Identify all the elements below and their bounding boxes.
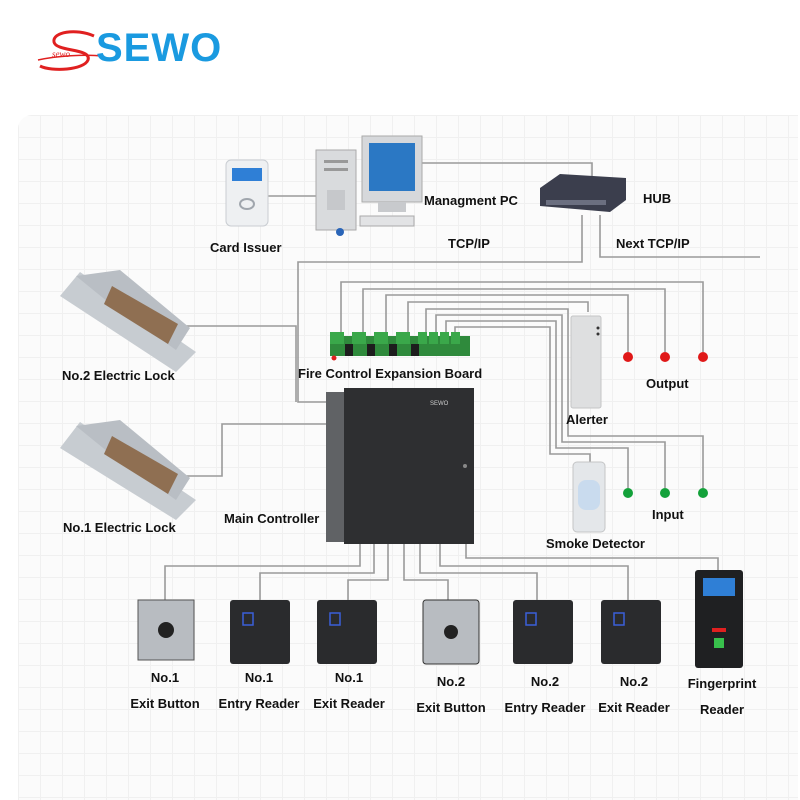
entry-reader-1-device	[230, 600, 290, 664]
wire-input-3	[425, 308, 704, 488]
exit-reader-2-device	[601, 600, 661, 664]
fire-control-board-device	[330, 332, 470, 361]
label-tcp-ip: TCP/IP	[448, 236, 490, 251]
brand-name: SEWO	[96, 26, 223, 70]
device-2-line1: No.1	[244, 670, 274, 685]
input-dot-2	[660, 488, 670, 498]
wire-output-2	[362, 288, 666, 352]
input-dot-1	[623, 488, 633, 498]
device-1-line2: Exit Button	[130, 696, 200, 711]
smoke-detector-device	[572, 461, 606, 533]
device-5-line1: No.2	[530, 674, 560, 689]
wire-dev-2	[259, 543, 375, 600]
entry-reader-2-device	[513, 600, 573, 664]
sewo-logo-mark: sewo	[37, 30, 103, 71]
label-output: Output	[646, 376, 689, 391]
device-4-line1: No.2	[436, 674, 466, 689]
alerter-device	[570, 315, 602, 409]
exit-button-1-device	[137, 599, 195, 661]
label-hub: HUB	[643, 191, 672, 206]
wire-pc-hub	[420, 162, 593, 180]
electric-lock-2-device	[60, 270, 196, 372]
output-dot-2	[660, 352, 670, 362]
wire-tcp-bus	[297, 215, 583, 403]
label-card-issuer: Card Issuer	[210, 240, 282, 255]
device-4-line2: Exit Button	[416, 700, 486, 715]
wire-lock2	[182, 325, 297, 402]
label-fire-board: Fire Control Expansion Board	[298, 366, 483, 381]
device-5-line2: Entry Reader	[504, 700, 586, 715]
wire-smoke	[454, 326, 591, 462]
wire-next-tcp	[599, 215, 760, 258]
wire-output-3	[340, 281, 704, 352]
card-issuer-device	[225, 159, 269, 227]
wire-alerter	[407, 301, 589, 336]
label-input: Input	[652, 507, 684, 522]
input-indicators	[623, 488, 708, 498]
label-management-pc: Managment PC	[424, 193, 518, 208]
svg-text:sewo: sewo	[52, 49, 71, 59]
wire-input-2	[435, 314, 666, 488]
device-7-line2: Reader	[699, 702, 745, 717]
wire-dev-7	[465, 543, 719, 570]
wire-dev-4	[403, 543, 449, 600]
label-next-tcp-ip: Next TCP/IP	[616, 236, 690, 251]
device-1-line1: No.1	[150, 670, 180, 685]
electric-lock-1-device	[60, 420, 196, 520]
wires	[164, 162, 760, 600]
exit-button-2-device	[422, 599, 480, 665]
hub-device	[540, 174, 626, 212]
wire-lock1	[182, 423, 330, 477]
fingerprint-reader-device	[695, 570, 743, 668]
device-2-line2: Entry Reader	[218, 696, 300, 711]
wire-dev-6	[439, 543, 629, 600]
wire-input-1	[445, 320, 629, 488]
label-lock-1: No.1 Electric Lock	[63, 520, 176, 535]
device-6-line2: Exit Reader	[598, 700, 670, 715]
wire-dev-3	[347, 543, 389, 600]
device-3-line2: Exit Reader	[313, 696, 385, 711]
wire-dev-5	[419, 543, 538, 600]
device-6-line1: No.2	[619, 674, 649, 689]
input-dot-3	[698, 488, 708, 498]
wire-output-1	[385, 294, 629, 352]
svg-text:SEWO: SEWO	[430, 401, 449, 407]
management-pc-device	[315, 135, 423, 236]
wire-dev-1	[164, 543, 361, 600]
main-controller-device: SEWO	[326, 388, 474, 544]
exit-reader-1-device	[317, 600, 377, 664]
device-7-line1: Fingerprint	[687, 676, 757, 691]
label-lock-2: No.2 Electric Lock	[62, 368, 175, 383]
label-smoke-detector: Smoke Detector	[546, 536, 645, 551]
device-3-line1: No.1	[334, 670, 364, 685]
label-main-controller: Main Controller	[224, 511, 320, 526]
output-indicators	[623, 352, 708, 362]
label-alerter: Alerter	[566, 412, 608, 427]
output-dot-1	[623, 352, 633, 362]
output-dot-3	[698, 352, 708, 362]
